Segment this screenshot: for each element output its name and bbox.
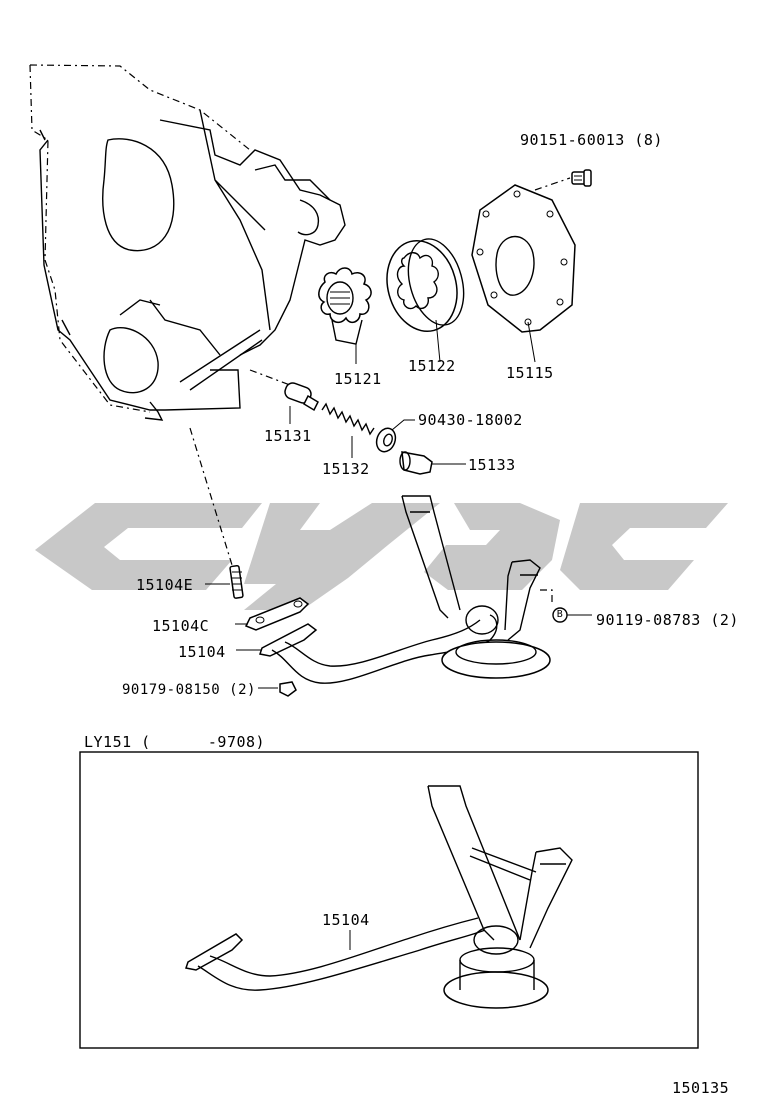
gasket-90430 [375,419,415,453]
gasket-15104C [235,597,310,631]
oil-strainer-15104 [236,495,551,684]
label-15104-inset: 15104 [322,911,370,929]
bolt-marker [552,607,592,623]
spring-15132 [321,402,375,458]
bolt-90151 [571,169,592,187]
label-90430-18002: 90430-18002 [418,411,523,429]
label-90151-60013: 90151-60013 (8) [520,131,663,149]
bolt-marker-letter: B [556,609,564,620]
label-15122: 15122 [408,357,456,375]
plug-15133 [399,451,466,475]
label-90119-08783: 90119-08783 (2) [596,611,739,629]
relief-valve-15131 [284,382,319,424]
label-15115: 15115 [506,364,554,382]
label-15104C: 15104C [152,617,210,635]
driven-rotor-15122 [386,238,465,363]
label-90179-08150: 90179-08150 (2) [122,682,256,698]
cylinder-block [29,64,346,421]
stud-15104E [205,564,244,599]
drive-rotor-15121 [318,267,372,364]
label-15131: 15131 [264,427,312,445]
inset-title: LY151 ( -9708) [84,733,266,751]
inset-oil-strainer [185,785,573,1009]
pump-cover-15115 [471,184,576,363]
bolt-90179 [258,681,297,697]
label-15104E: 15104E [136,576,194,594]
label-15132: 15132 [322,460,370,478]
label-15104: 15104 [178,643,226,661]
label-15121: 15121 [334,370,382,388]
label-15133: 15133 [468,456,516,474]
figure-number: 150135 [672,1079,730,1097]
inset-frame [79,751,699,1049]
